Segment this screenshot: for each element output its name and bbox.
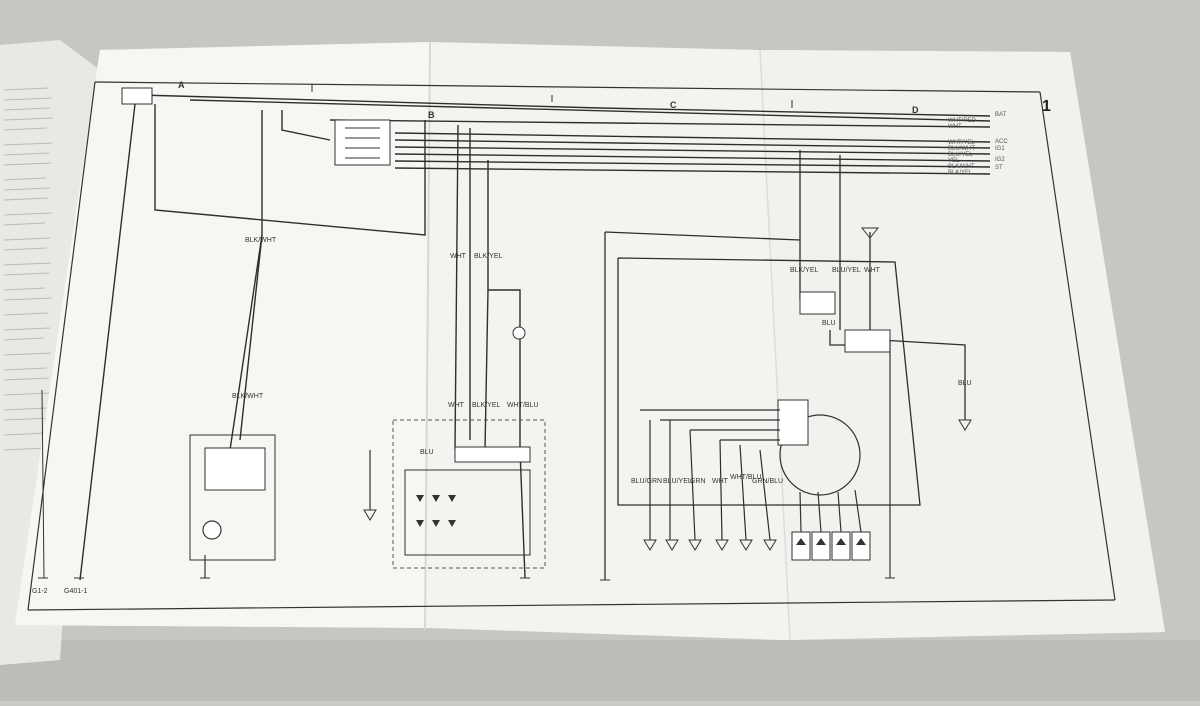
bus-terminal-st: ST [995, 165, 1003, 171]
sensor-wires [640, 409, 780, 541]
bus-terminal-ig1: IG1 [995, 146, 1005, 152]
bus-label-whtyel: WHT/YEL [948, 140, 975, 146]
bottom-wire-blu-yel: BLU/YEL [663, 478, 692, 485]
wire-label-blu-yel-d: BLU/YEL [832, 267, 861, 274]
wire-label-blu-d1: BLU [822, 320, 836, 327]
starter-solenoid [204, 447, 266, 491]
ground-label-1: G1-2 [32, 588, 48, 595]
left-book-text [3, 87, 54, 451]
bus-label-bluyel: BLU/YEL [948, 152, 973, 158]
left-vertical-wires [79, 103, 426, 581]
page-number: 1 [1042, 98, 1051, 115]
sensor-triangles [643, 539, 777, 551]
bus-label-whtred: WHT/RED [948, 118, 976, 124]
spark-plugs [791, 531, 871, 561]
ground-symbols [38, 389, 895, 581]
plug-wires [799, 340, 891, 578]
wire-label-blk-wht-lower: BLK/WHT [232, 393, 264, 400]
bottom-wire-wht: WHT [712, 478, 728, 485]
charging-wires [454, 124, 526, 579]
ground-label-2: G401-1 [64, 588, 88, 595]
bus-terminal-ig2: IG2 [995, 157, 1005, 163]
ignition-relay [799, 291, 836, 315]
bottom-wire-wht-blu: WHT/BLU [730, 474, 762, 481]
starter-outline [189, 434, 276, 561]
column-a: A [178, 80, 185, 90]
wire-label-blu-d2: BLU [958, 380, 972, 387]
wire-label-wht-blu: WHT/BLU [507, 402, 539, 409]
fold-line [759, 49, 791, 641]
bottom-wire-blu-grn: BLU/GRN [631, 478, 663, 485]
alternator-outline [392, 419, 546, 569]
column-c: C [670, 100, 677, 110]
wire-label-wht-d: WHT [864, 267, 880, 274]
rectifier-box [404, 469, 531, 556]
diagram-frame [27, 81, 1116, 611]
bus-label-bluwht: BLU/WHT [948, 146, 975, 152]
ignition-control-unit [844, 329, 891, 353]
bus-label-blkyel: BLK/YEL [948, 170, 973, 176]
left-book [0, 40, 100, 665]
column-ticks [311, 84, 793, 108]
distributor [779, 414, 861, 496]
bottom-wire-grn-blu: GRN/BLU [752, 478, 784, 485]
bus-label-blkwht: BLK/WHT [948, 164, 975, 170]
bus-lines [139, 94, 991, 175]
wire-label-blk-wht-upper: BLK/WHT [245, 237, 277, 244]
charge-indicator-lamp [512, 326, 526, 340]
wire-label-wht-b2: WHT [448, 402, 464, 409]
bus-terminal-bat: BAT [995, 112, 1007, 118]
wire-label-wht-b: WHT [450, 253, 466, 260]
left-connector-triangle [363, 509, 377, 521]
wire-label-blk-yel-d: BLK/YEL [790, 267, 819, 274]
table-shadow [0, 640, 1200, 701]
battery-fuse-box [121, 87, 153, 105]
wire-label-blk-yel-b2: BLK/YEL [472, 402, 501, 409]
column-b: B [428, 110, 435, 120]
blu-connector-triangle [958, 419, 972, 431]
column-d: D [912, 105, 919, 115]
bus-label-wht: WHT [948, 124, 962, 130]
ignition-contacts [345, 127, 380, 159]
voltage-regulator [454, 446, 531, 463]
wire-label-blu-left: BLU [420, 449, 434, 456]
bottom-wire-grn: GRN [690, 478, 706, 485]
wire-label-blk-yel-b: BLK/YEL [474, 253, 503, 260]
pickup-coils [777, 399, 809, 446]
bus-label-yel: YEL [948, 158, 960, 164]
spark-plug-gaps [796, 538, 866, 545]
motor-symbol [202, 520, 222, 540]
rectifier-diodes [416, 495, 456, 527]
booklet-left-page [15, 42, 430, 628]
ignition-connector-triangle [860, 227, 880, 239]
ignition-wires [604, 150, 966, 580]
bus-terminal-acc: ACC [995, 139, 1008, 145]
